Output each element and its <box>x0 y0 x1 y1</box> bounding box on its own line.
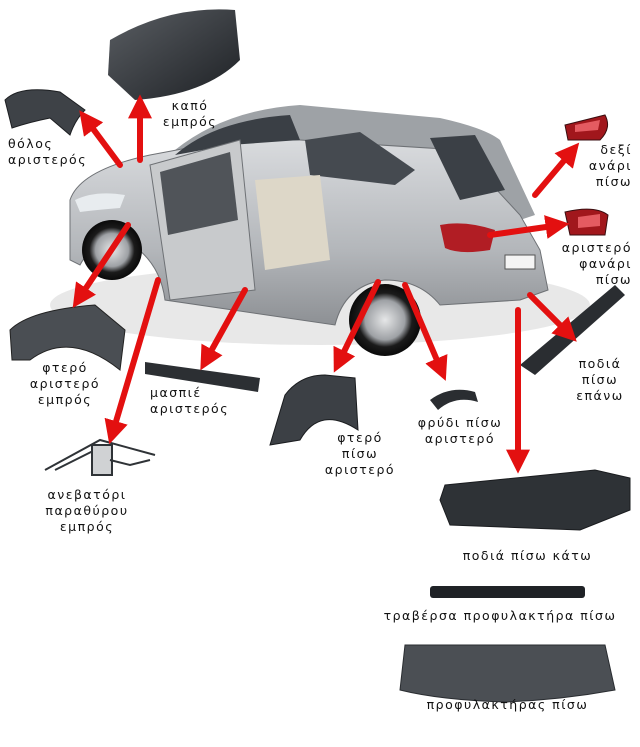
label-right-tail-light: δεξί ανάρι πίσω <box>588 142 632 189</box>
label-side-sill: μασπιέ αριστερός <box>150 385 230 416</box>
rear-bumper-part <box>399 644 616 703</box>
side-sill-part <box>145 362 260 392</box>
fender-liner-part <box>4 89 86 136</box>
label-rear-bumper: προφυλακτήρας πίσω <box>426 697 589 712</box>
label-bumper-reinforcement: τραβέρσα προφυλακτήρα πίσω <box>383 608 617 623</box>
label-rear-arch: φρύδι πίσω αριστερό <box>417 415 503 446</box>
label-left-tail-light: αριστερό φανάρι πίσω <box>561 240 632 287</box>
window-regulator-part <box>44 438 156 476</box>
hood-part <box>108 9 240 100</box>
label-fender-liner: θόλος αριστερός <box>8 136 88 167</box>
label-rear-panel-upper: ποδιά πίσω επάνω <box>576 356 624 403</box>
arrows <box>72 94 580 474</box>
rear-fender-part <box>269 374 359 446</box>
bumper-reinforcement-part <box>430 586 585 598</box>
rear-panel-lower-part <box>439 469 631 531</box>
label-rear-fender: φτερό πίσω αριστερό <box>324 430 396 477</box>
front-fender-part <box>9 304 126 371</box>
label-hood: καπό εμπρός <box>162 98 218 129</box>
label-window-regulator: ανεβατόρι παραθύρου εμπρός <box>45 487 129 534</box>
label-front-fender: φτερό αριστερό εμπρός <box>29 360 101 407</box>
label-rear-panel-lower: ποδιά πίσω κάτω <box>462 548 593 563</box>
rear-arch-part <box>430 389 478 410</box>
